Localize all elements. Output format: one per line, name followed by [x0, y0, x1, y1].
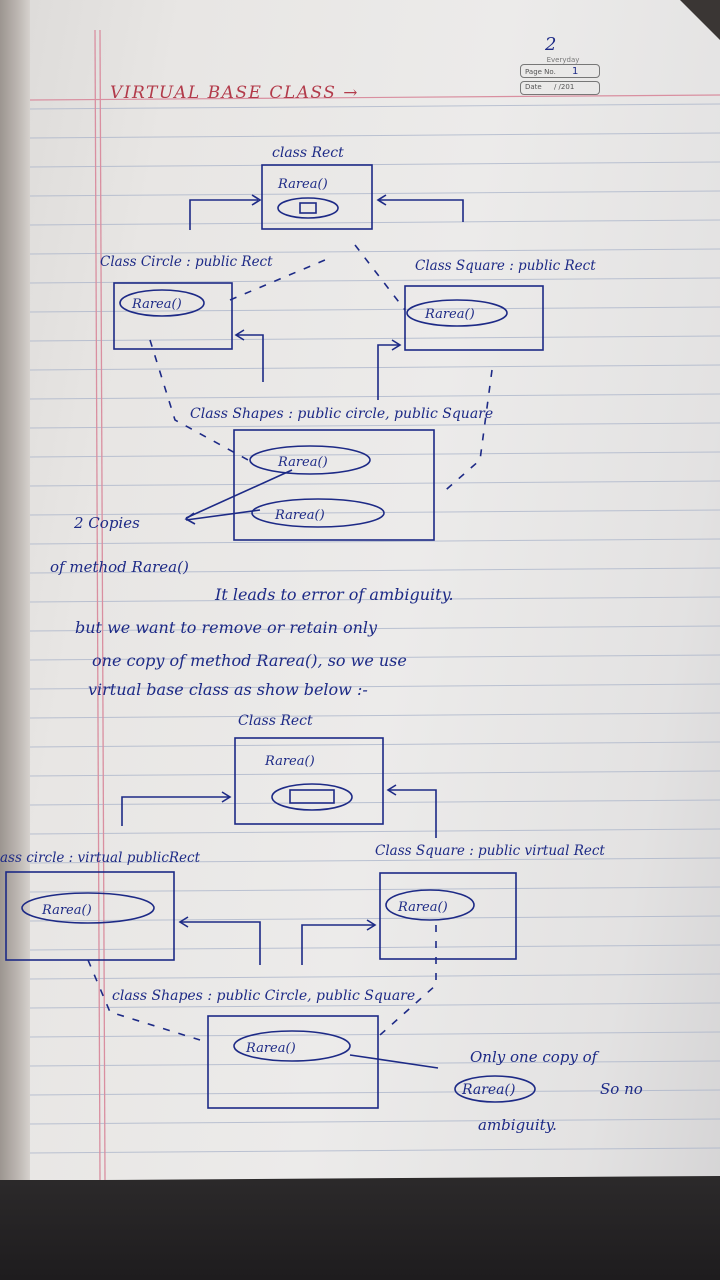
- diagram-ambiguous: class Rect Rarea() Class Circle : public…: [50, 145, 596, 576]
- brand-text: Everyday: [546, 56, 580, 64]
- rect-method-ellipse: [277, 197, 339, 219]
- ruled-lines: [29, 29, 720, 1180]
- shapes2-class-box: [207, 1015, 379, 1109]
- circle-class-box: [113, 282, 233, 350]
- rect-class-label: class Rect: [272, 145, 344, 161]
- paragraph-line-4: virtual base class as show below :-: [88, 680, 368, 699]
- square-method-ellipse: [406, 299, 508, 327]
- paragraph-line-1: It leads to error of ambiguity.: [214, 585, 454, 604]
- rect2-class-label: Class Rect: [238, 713, 313, 729]
- square2-class-box: [379, 872, 517, 960]
- circle-class-label: Class Circle : public Rect: [100, 254, 273, 270]
- square-method-label: Rarea(): [424, 307, 475, 322]
- page-title: VIRTUAL BASE CLASS →: [110, 83, 359, 103]
- shapes-method2-ellipse: [251, 498, 385, 528]
- date-label: Date: [525, 83, 542, 91]
- arrow-square-to-rect: [378, 199, 464, 222]
- page-no-value: 1: [572, 66, 579, 77]
- shapes-method1-ellipse: [249, 445, 371, 475]
- rect2-method-ellipse: [271, 783, 353, 811]
- note-line-1: Only one copy of: [470, 1048, 600, 1066]
- arrow-to-note: [349, 1054, 439, 1069]
- square-class-box: [404, 285, 544, 351]
- shapes2-class-label: class Shapes : public Circle, public Squ…: [112, 988, 415, 1004]
- note-line-2: ambiguity.: [478, 1116, 557, 1134]
- notebook-page: Everyday Page No. 1 Date / /201 2 VIRTUA…: [0, 0, 720, 1180]
- dashed-rect-to-circle: [229, 259, 326, 301]
- square2-class-label: Class Square : public virtual Rect: [375, 843, 605, 859]
- arrow-square2-to-rect2: [388, 789, 437, 838]
- circle2-class-label: ass circle : virtual publicRect: [0, 850, 201, 866]
- desk-background: [0, 1175, 720, 1280]
- page-no-label: Page No.: [525, 68, 556, 76]
- page-corner-number: 2: [544, 34, 556, 55]
- copies-note: 2 Copies: [73, 514, 140, 532]
- circle-method-ellipse: [119, 289, 205, 317]
- arrow-shapes2-to-square2: [301, 924, 375, 965]
- handwritten-notes: 2 VIRTUAL BASE CLASS → class Rect Rarea(…: [0, 34, 643, 1134]
- diagram-virtual: Class Rect Rarea() ass circle : virtual …: [0, 713, 643, 1134]
- shapes-class-label: Class Shapes : public circle, public Squ…: [190, 406, 493, 422]
- square2-method-ellipse: [385, 889, 475, 921]
- circle2-method-ellipse: [21, 892, 155, 924]
- square-class-label: Class Square : public Rect: [415, 258, 596, 274]
- circle2-class-box: [5, 871, 175, 961]
- page-binding-edge: [0, 0, 30, 1180]
- rect2-method-box: [289, 789, 335, 804]
- shapes-method2-label: Rarea(): [274, 508, 325, 523]
- shapes-method1-label: Rarea(): [277, 455, 328, 470]
- square2-method-label: Rarea(): [397, 900, 448, 915]
- date-box: Date / /201: [520, 81, 600, 95]
- page-no-box: Page No. 1: [520, 64, 600, 78]
- rect-class-box: [261, 164, 373, 230]
- dashed-circle-to-shapes: [149, 339, 249, 461]
- arrow-shapes-to-square: [377, 344, 400, 400]
- circle-method-label: Rarea(): [131, 297, 182, 312]
- dashed-square-to-shapes: [439, 369, 493, 496]
- explanation-paragraph: It leads to error of ambiguity. but we w…: [75, 585, 454, 699]
- date-value: / /201: [553, 83, 575, 91]
- rect-method-label: Rarea(): [277, 177, 328, 192]
- circle2-method-label: Rarea(): [41, 903, 92, 918]
- arrow-shapes-to-circle: [236, 334, 264, 382]
- page-stamp: Everyday Page No. 1 Date / /201: [520, 56, 606, 100]
- arrow-circle2-to-rect2: [121, 796, 230, 826]
- copies-note-2: of method Rarea(): [50, 558, 189, 576]
- arrow-circle-to-rect: [189, 199, 258, 230]
- arrow-copy1: [185, 469, 293, 519]
- shapes2-method-ellipse: [233, 1030, 351, 1062]
- dashed-circle2-to-shapes2: [87, 959, 201, 1041]
- note-method-ellipse: [454, 1075, 536, 1103]
- arrow-copy2: [185, 509, 261, 521]
- rect2-class-box: [234, 737, 384, 825]
- dashed-square2-to-shapes2: [379, 925, 437, 1036]
- shapes-class-box: [233, 429, 435, 541]
- shapes2-method-label: Rarea(): [245, 1041, 296, 1056]
- arrow-shapes2-to-circle2: [180, 921, 261, 965]
- paragraph-line-2: but we want to remove or retain only: [75, 618, 378, 637]
- dashed-rect-to-square: [354, 244, 406, 311]
- rect-method-box: [299, 202, 317, 214]
- rect2-method-label: Rarea(): [264, 754, 315, 769]
- paragraph-line-3: one copy of method Rarea(), so we use: [92, 651, 407, 670]
- note-method-label: Rarea(): [461, 1082, 515, 1098]
- note-line-1b: So no: [600, 1080, 643, 1098]
